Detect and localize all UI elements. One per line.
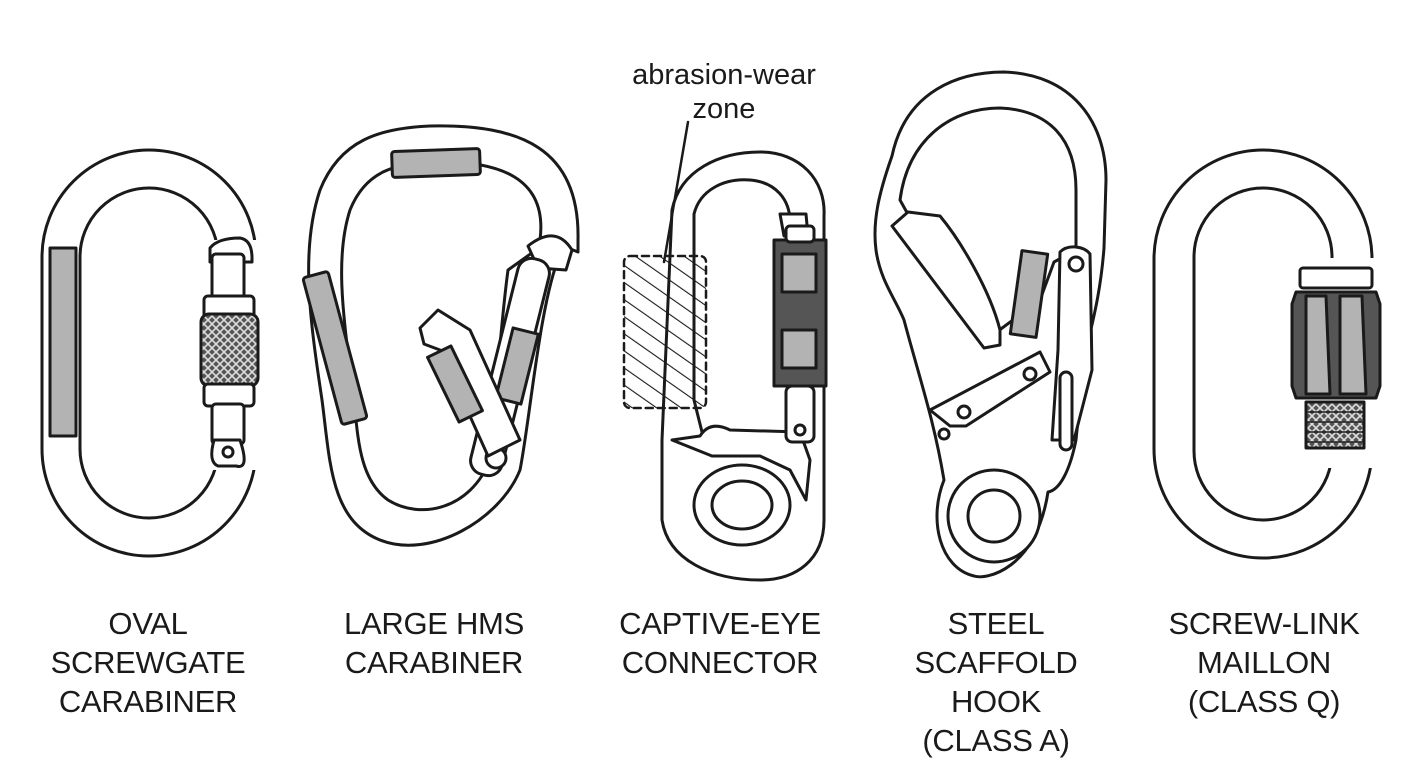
abrasion-wear-zone-callout: abrasion-wear zone [632,58,816,126]
label-steel-scaffold-hook: STEEL SCAFFOLD HOOK (CLASS A) [915,604,1078,760]
label-captive-eye-connector: CAPTIVE-EYE CONNECTOR [619,604,821,682]
label-line: SCREWGATE [50,645,246,680]
label-line: CARABINER [58,684,238,719]
label-line: LARGE HMS [344,606,524,641]
screw-link-maillon [1152,148,1382,560]
label-line: CONNECTOR [621,645,819,680]
label-large-hms-carabiner: LARGE HMS CARABINER [344,604,524,682]
label-line: HOOK [950,684,1042,719]
label-screw-link-maillon: SCREW-LINK MAILLON (CLASS Q) [1168,604,1359,721]
label-line: CARABINER [344,645,524,680]
captive-eye-connector [622,120,828,582]
callout-line-2: zone [692,93,756,125]
label-line: (CLASS A) [922,723,1070,758]
label-line: CAPTIVE-EYE [619,606,821,641]
label-line: OVAL [108,606,188,641]
label-line: SCREW-LINK [1168,606,1360,641]
oval-screwgate-carabiner [40,148,262,558]
label-oval-screwgate-carabiner: OVAL SCREWGATE CARABINER [51,604,246,721]
steel-scaffold-hook [873,70,1108,579]
label-line: STEEL [947,606,1045,641]
label-line: (CLASS Q) [1187,684,1341,719]
large-hms-carabiner [301,124,580,547]
label-line: SCAFFOLD [914,645,1078,680]
label-line: MAILLON [1196,645,1331,680]
callout-line-1: abrasion-wear [632,59,816,91]
